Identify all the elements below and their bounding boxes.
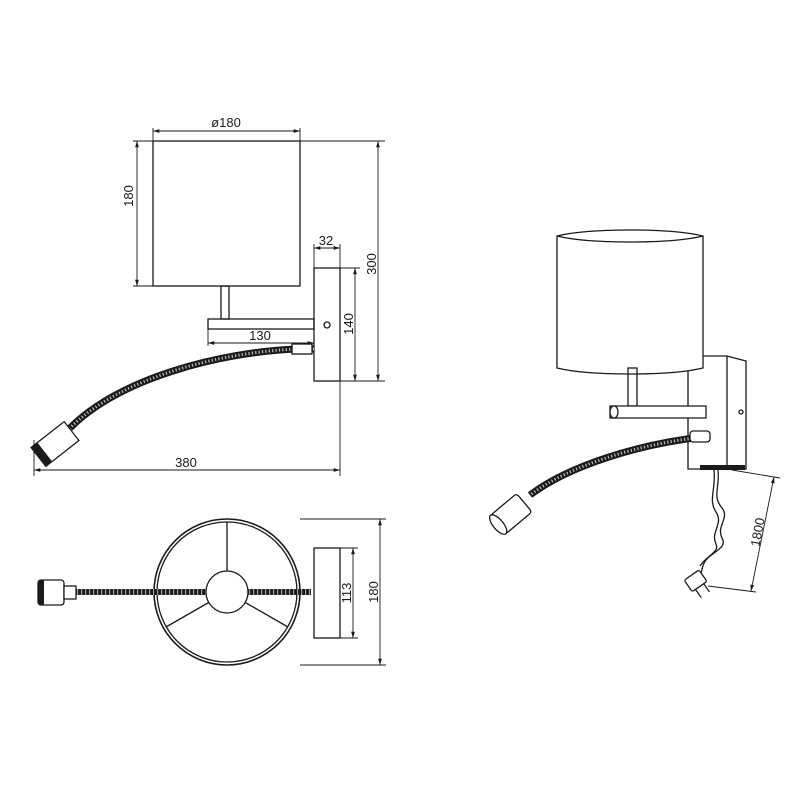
- front-view: ø180 180 300 32 140: [30, 115, 385, 476]
- top-view: 113 180: [37, 518, 386, 666]
- front-mount-screw: [323, 321, 331, 329]
- front-wall-mount: [313, 267, 341, 382]
- front-spot-head: [30, 420, 80, 468]
- dim-top-depth: 180: [300, 518, 386, 666]
- dim-shade-height: 180: [121, 140, 153, 287]
- dim-total-length: 380: [33, 381, 341, 476]
- top-gooseneck: [75, 589, 311, 595]
- dim-mount-depth: 32: [313, 233, 341, 268]
- label-base-width: 113: [339, 583, 354, 604]
- label-mount-depth: 32: [319, 233, 333, 248]
- perspective-view: 1800: [488, 229, 781, 598]
- top-wall-mount: [313, 547, 341, 639]
- label-total-length: 380: [175, 455, 197, 470]
- dim-cable-length: 1800: [707, 469, 781, 593]
- top-hub: [205, 570, 249, 614]
- persp-plug: [684, 570, 710, 598]
- persp-cable: [697, 469, 726, 577]
- dim-mount-height: 140: [340, 267, 360, 382]
- persp-shade: [556, 229, 704, 375]
- front-neck-collar: [291, 343, 313, 355]
- front-shade: [152, 140, 301, 287]
- label-arm-length: 130: [249, 328, 271, 343]
- persp-spot-head: [488, 494, 532, 535]
- persp-arm: [609, 405, 707, 419]
- label-cable-length: 1800: [747, 517, 767, 548]
- dim-base-width: 113: [339, 547, 358, 639]
- label-shade-height: 180: [121, 185, 136, 207]
- label-mount-height: 140: [341, 313, 356, 335]
- front-gooseneck: [67, 345, 314, 431]
- label-top-depth: 180: [366, 581, 381, 603]
- dim-arm-length: 130: [207, 328, 314, 346]
- front-stem: [220, 285, 230, 320]
- persp-gooseneck: [527, 433, 703, 498]
- top-spot-collar: [63, 585, 77, 600]
- dim-total-height: 300: [300, 140, 385, 382]
- label-shade-diameter: ø180: [211, 115, 241, 130]
- dim-shade-diameter: ø180: [152, 115, 301, 141]
- label-total-height: 300: [364, 253, 379, 275]
